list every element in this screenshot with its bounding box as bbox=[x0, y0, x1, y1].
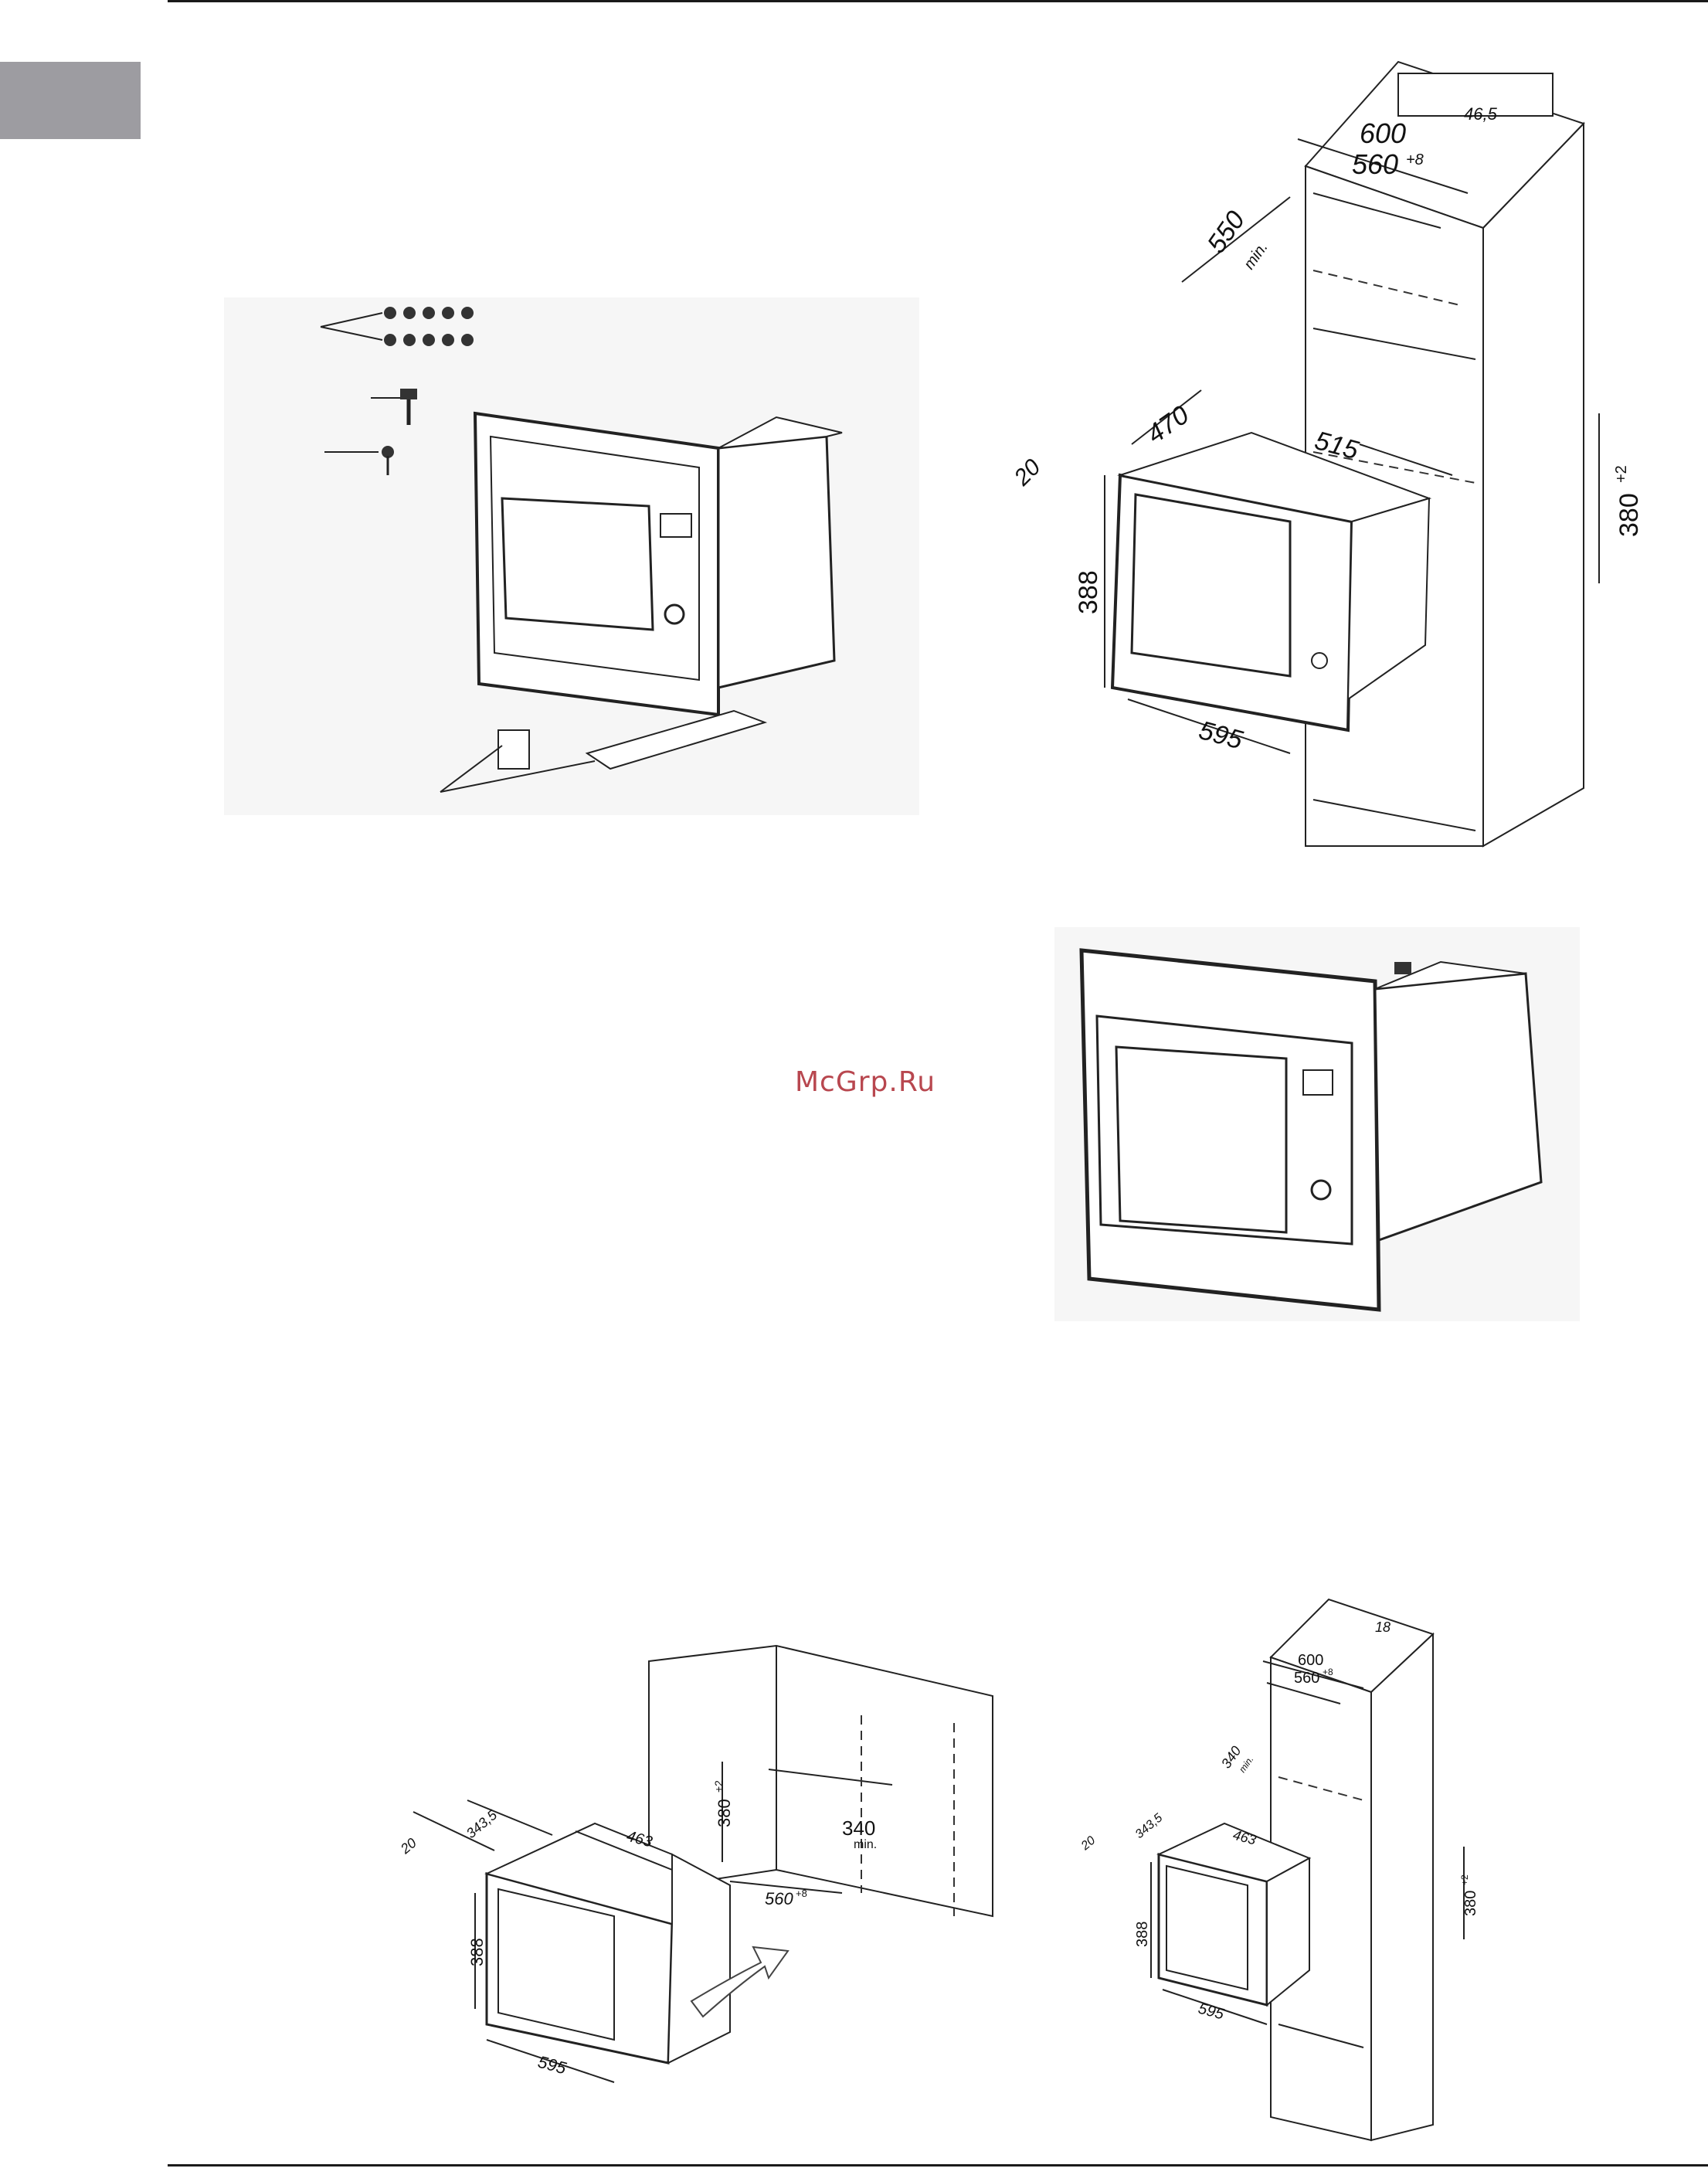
wall-cabinet-diagram: 380 +2 340 min. 560 +8 20 343,5 463 388 … bbox=[398, 1638, 1000, 2086]
fixing-screw-icon bbox=[1394, 962, 1411, 974]
compact-oven bbox=[1159, 1823, 1309, 2005]
dim-width-outer: 600 bbox=[1360, 117, 1406, 149]
dim-width-inner-tol: +8 bbox=[1406, 151, 1424, 168]
dim-height-niche-tol: +2 bbox=[1613, 465, 1630, 483]
dim-top-depth: 46,5 bbox=[1464, 104, 1498, 124]
compact-dim-height-niche-tol: +2 bbox=[1459, 1874, 1470, 1885]
dim-width-inner: 560 bbox=[1352, 148, 1398, 180]
bottom-rule bbox=[168, 2164, 1708, 2167]
compact-dim-width-inner-tol: +8 bbox=[1323, 1667, 1333, 1677]
wall-dim-oven-width: 595 bbox=[536, 2052, 569, 2078]
dim-height-niche: 380 bbox=[1615, 493, 1644, 537]
fixing-kit-illustration bbox=[224, 297, 919, 815]
wall-dim-width-inner: 560 bbox=[765, 1889, 793, 1908]
compact-dim-oven-height: 388 bbox=[1134, 1922, 1151, 1947]
top-rule bbox=[168, 0, 1708, 2]
wall-dim-frame-thickness: 20 bbox=[398, 1835, 419, 1857]
dim-oven-height: 388 bbox=[1074, 570, 1103, 614]
microwave-with-frame bbox=[475, 413, 842, 715]
wall-dim-shelf-depth: 340 bbox=[842, 1816, 875, 1840]
tall-cabinet-compact-diagram: 18 600 560 +8 340 min. 20 343,5 463 380 … bbox=[1078, 1592, 1495, 2156]
dim-oven-depth-a: 470 bbox=[1142, 400, 1194, 450]
tall-cabinet-diagram: 46,5 600 560 +8 550 min. 380 +2 470 515 … bbox=[997, 58, 1661, 908]
dim-oven-width: 595 bbox=[1196, 715, 1246, 755]
compact-dim-oven-width: 595 bbox=[1197, 2000, 1227, 2024]
dim-shelf-depth: 550 bbox=[1201, 206, 1251, 258]
compact-dim-top-depth: 18 bbox=[1375, 1619, 1391, 1635]
dim-shelf-depth-note: min. bbox=[1241, 239, 1272, 273]
compact-dim-frame-thickness: 20 bbox=[1078, 1834, 1098, 1854]
compact-dim-width-inner: 560 bbox=[1294, 1670, 1319, 1687]
wall-dim-height-niche: 380 bbox=[715, 1799, 734, 1827]
watermark: McGrp.Ru bbox=[773, 1066, 958, 1098]
wall-dim-width-inner-tol: +8 bbox=[796, 1888, 807, 1899]
compact-dim-height-niche: 380 bbox=[1462, 1891, 1479, 1916]
compact-dim-width-outer: 600 bbox=[1298, 1652, 1323, 1669]
dim-frame-thickness: 20 bbox=[1009, 454, 1046, 491]
wall-dim-oven-height: 388 bbox=[467, 1938, 487, 1966]
wall-dim-height-niche-tol: +2 bbox=[712, 1780, 725, 1793]
installed-microwave-illustration bbox=[1054, 927, 1580, 1321]
compact-dim-oven-depth-a: 343,5 bbox=[1133, 1811, 1166, 1841]
section-tab bbox=[0, 62, 141, 139]
wall-dim-shelf-depth-note: min. bbox=[854, 1838, 877, 1851]
